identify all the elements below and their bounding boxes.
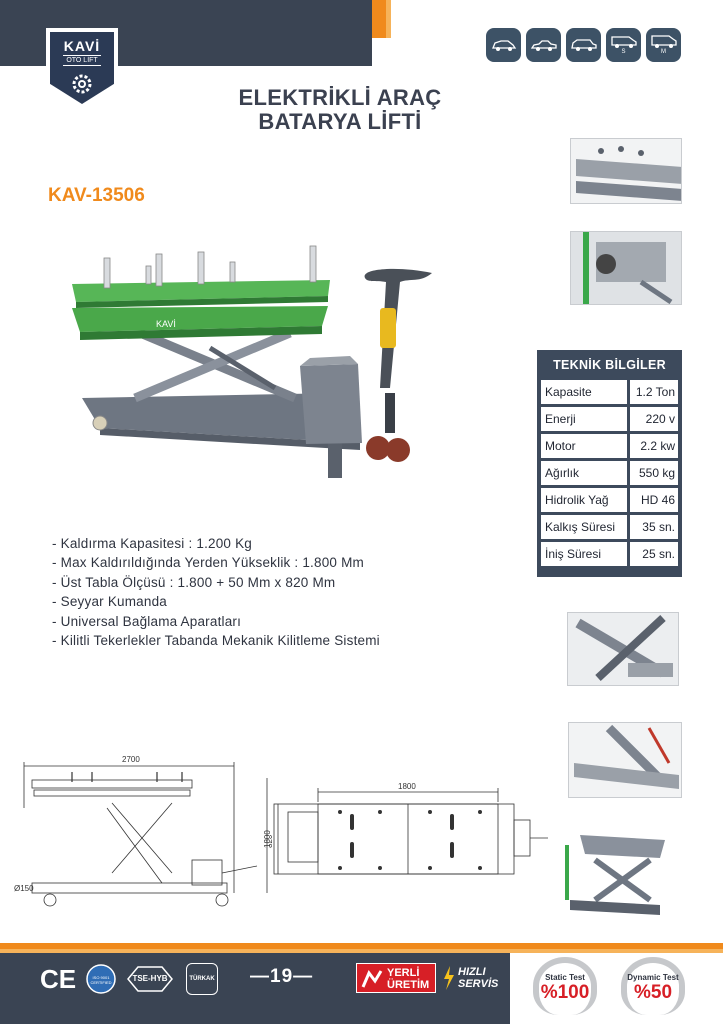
van-s-label: S: [621, 48, 626, 55]
dim-height: 1800: [263, 830, 272, 848]
turkak-label: TÜRKAK: [189, 976, 215, 982]
suv-icon: [566, 28, 601, 62]
feature-item: - Kaldırma Kapasitesi : 1.200 Kg: [52, 536, 253, 551]
feature-item: - Universal Bağlama Aparatları: [52, 613, 242, 629]
iso-label: ISO 9001 CERTIFIED: [90, 975, 112, 985]
spec-key: Motor: [541, 434, 627, 458]
spec-row: Motor 2.2 kw: [541, 434, 678, 458]
header-accent: [372, 0, 386, 38]
spec-value: 2.2 kw: [630, 434, 678, 458]
gear-icon: [72, 74, 92, 94]
feature-item: - Seyyar Kumanda: [52, 594, 168, 610]
dynamic-test-value: %50: [633, 982, 673, 1003]
title-line-1: ELEKTRİKLİ ARAÇ: [238, 85, 442, 110]
tse-hyb-icon: TSE-HYB: [124, 963, 176, 995]
detail-image-full-render: [560, 820, 680, 920]
dim-wheel: Ø150: [14, 884, 34, 893]
spec-value: 1.2 Ton: [630, 380, 678, 404]
title-line-2: BATARYA LİFTİ: [258, 109, 422, 134]
static-test-badge: Static Test %100: [525, 955, 605, 1017]
spec-row: Kalkış Süresi 35 sn.: [541, 515, 678, 539]
van-m-icon: M: [646, 28, 681, 62]
van-s-icon: S: [606, 28, 641, 62]
model-code: KAV-13506: [48, 185, 145, 206]
detail-image-base-frame: [568, 722, 682, 798]
dynamic-test-label: Dynamic Test: [627, 973, 679, 982]
dim-width: 2700: [122, 755, 140, 764]
spec-row: Enerji 220 v: [541, 407, 678, 431]
dim-top-width: 820: [270, 834, 274, 848]
feature-item: - Kilitli Tekerlekler Tabanda Mekanik Ki…: [52, 633, 380, 649]
feature-item: - Üst Tabla Ölçüsü : 1.800 + 50 Mm x 820…: [52, 574, 336, 590]
spec-key: Ağırlık: [541, 461, 627, 485]
spec-value: 220 v: [630, 407, 678, 431]
dynamic-test-ring: [621, 957, 685, 1015]
spec-value: 550 kg: [630, 461, 678, 485]
side-view-drawing: 2700 1800 Ø150: [14, 755, 272, 907]
van-m-label: M: [661, 48, 666, 55]
spec-key: Enerji: [541, 407, 627, 431]
logo-brand: KAVİ: [63, 38, 101, 54]
spec-value: 35 sn.: [630, 515, 678, 539]
tse-label: TSE-HYB: [132, 974, 168, 983]
hatchback-icon: [486, 28, 521, 62]
yerli-line-1: YERLİ: [387, 967, 420, 979]
footer-accent-light: [0, 949, 723, 953]
kavi-logo: KAVİ OTO LİFT: [46, 28, 118, 108]
top-view-drawing: 1800 820: [270, 782, 548, 875]
ce-mark-icon: CE: [39, 963, 77, 994]
logo-sub: OTO LİFT: [63, 55, 101, 66]
spec-row: Hidrolik Yağ HD 46: [541, 488, 678, 512]
spec-table-title: TEKNİK BİLGİLER: [553, 358, 666, 372]
battery-lift-image: KAVİ: [72, 245, 432, 478]
feature-list: - Kaldırma Kapasitesi : 1.200 Kg - Max K…: [52, 534, 380, 650]
page-title: ELEKTRİKLİ ARAÇ BATARYA LİFTİ: [200, 86, 480, 134]
spec-key: Kalkış Süresi: [541, 515, 627, 539]
hizli-line-1: HIZLI: [458, 966, 486, 978]
detail-image-scissor-joint: [567, 612, 679, 686]
detail-image-motor: [570, 231, 682, 305]
header-accent-light: [386, 0, 391, 38]
hizli-servis-badge: HIZLI SERVİS: [440, 963, 502, 993]
turkak-icon: TÜRKAK: [186, 963, 218, 995]
static-test-value: %100: [540, 982, 590, 1003]
spec-key: Kapasite: [541, 380, 627, 404]
iso-certified-icon: ISO 9001 CERTIFIED: [85, 963, 117, 995]
spec-row: İniş Süresi 25 sn.: [541, 542, 678, 566]
spec-value: HD 46: [630, 488, 678, 512]
spec-row: Kapasite 1.2 Ton: [541, 380, 678, 404]
feature-item: - Max Kaldırıldığında Yerden Yükseklik :…: [52, 555, 364, 571]
static-test-label: Static Test: [545, 973, 585, 982]
spec-value: 25 sn.: [630, 542, 678, 566]
dim-top-length: 1800: [398, 782, 416, 791]
hizli-line-2: SERVİS: [458, 978, 499, 990]
spec-row: Ağırlık 550 kg: [541, 461, 678, 485]
spec-table: TEKNİK BİLGİLER Kapasite 1.2 Ton Enerji …: [537, 350, 682, 577]
footer-accent: [0, 943, 723, 949]
machine-brand: KAVİ: [156, 319, 176, 329]
sedan-icon: [526, 28, 561, 62]
spec-key: İniş Süresi: [541, 542, 627, 566]
vehicle-type-icons: S M: [486, 28, 681, 62]
page-number: —19—: [250, 966, 314, 987]
yerli-line-2: ÜRETİM: [387, 979, 430, 991]
spec-key: Hidrolik Yağ: [541, 488, 627, 512]
yerli-uretim-badge: YERLİ ÜRETİM: [356, 963, 436, 993]
dynamic-test-badge: Dynamic Test %50: [613, 955, 693, 1017]
static-test-ring: [533, 957, 597, 1015]
detail-image-table-top: [570, 138, 682, 204]
